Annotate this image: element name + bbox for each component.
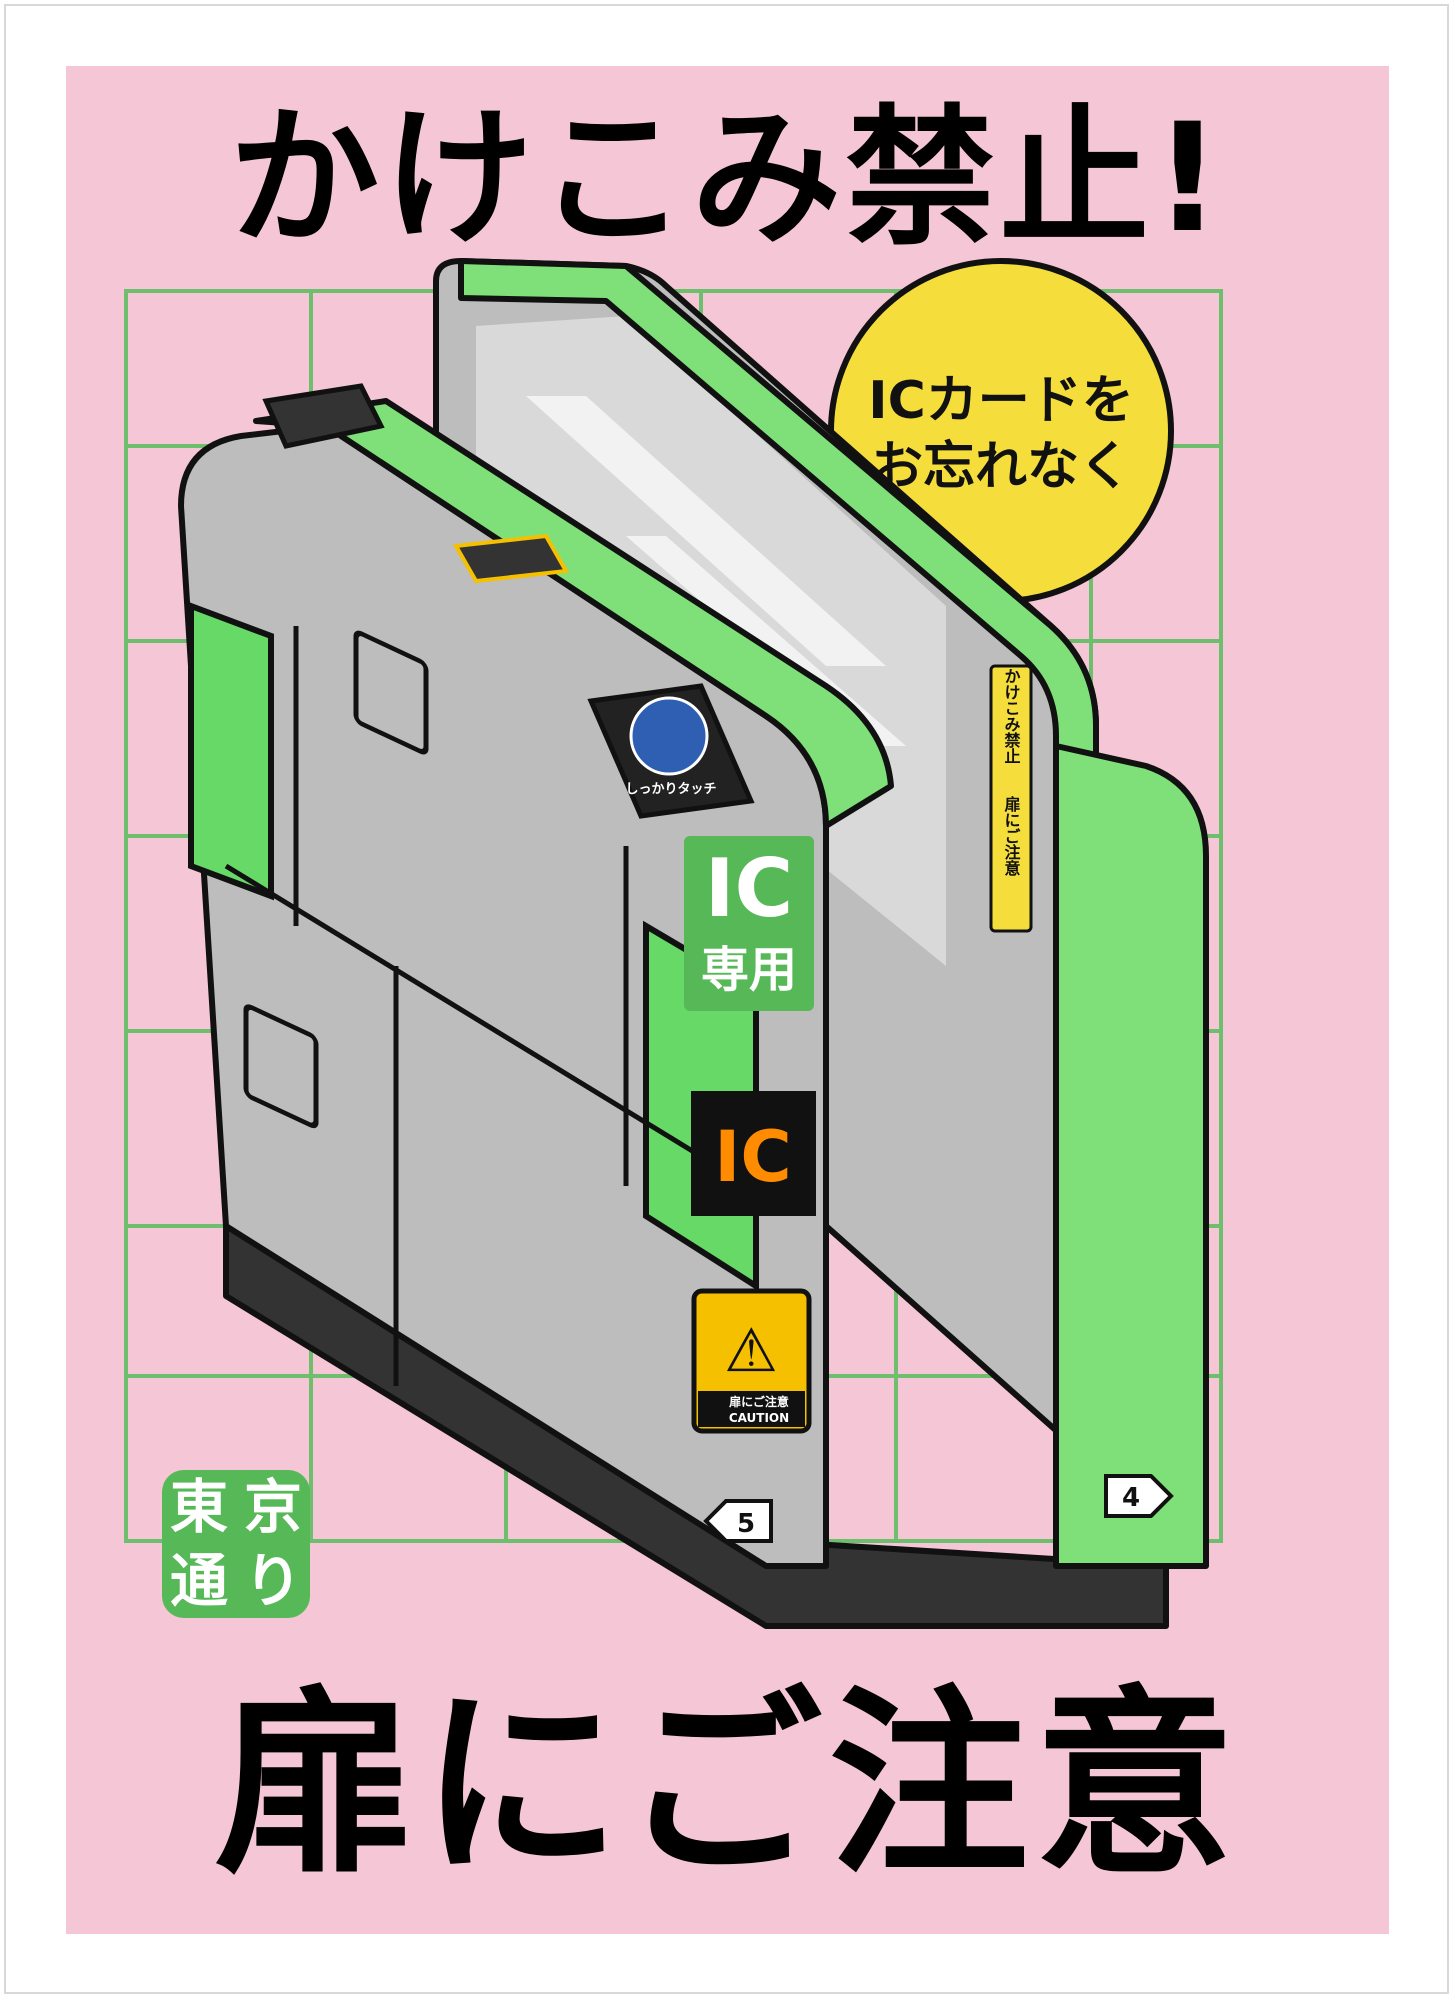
- touch-label: しっかりタッチ: [625, 782, 716, 797]
- ic-mark-text: IC: [714, 1116, 791, 1198]
- lane-plate-left: [703, 1499, 773, 1543]
- top-reader: [452, 533, 570, 584]
- stamp-char: 通: [169, 1547, 228, 1615]
- ic-only-sign: [684, 836, 814, 1011]
- side-sticker: [989, 664, 1033, 933]
- stamp-char: 京: [243, 1473, 302, 1541]
- title-no-rushing: かけこみ禁止!: [229, 92, 1226, 266]
- badge-line2: お忘れなく: [871, 437, 1131, 497]
- caution-en: CAUTION: [729, 1411, 789, 1425]
- side-sticker-line1: かけこみ禁止: [1002, 668, 1021, 764]
- panel-lines: [224, 626, 768, 1386]
- ic-mark-sign: [691, 1091, 816, 1216]
- gate-right-body: [1053, 743, 1209, 1569]
- side-sticker-line2: 扉にご注意: [1002, 795, 1021, 877]
- badge-line1: ICカードを: [868, 371, 1134, 431]
- glass-shine: [526, 396, 886, 666]
- caution-label-bar: [698, 1391, 805, 1427]
- caution-jp: 扉にご注意: [729, 1394, 789, 1409]
- stamp-char: 東: [169, 1473, 228, 1541]
- gate-top-surface: [253, 398, 894, 829]
- lane-number-right: 4: [1122, 1483, 1140, 1513]
- lane-number-left: 5: [737, 1509, 755, 1539]
- ticket-slot: [353, 630, 429, 755]
- top-reader: [262, 383, 385, 449]
- lane-plate-right: [1104, 1474, 1174, 1518]
- ic-only-line1: IC: [705, 842, 793, 935]
- caution-person-icon: ⚠: [724, 1316, 778, 1386]
- ic-only-line2: 専用: [701, 942, 797, 998]
- side-window: [188, 601, 274, 901]
- page-border: [4, 4, 1449, 1994]
- gate-illustration: ICカードを お忘れなく: [124, 258, 1223, 1629]
- title-mind-the-doors: 扉にご注意: [214, 1669, 1241, 1902]
- tokyo-dori-stamp: 東 京 通 り: [162, 1470, 310, 1618]
- touch-target-icon: [629, 696, 709, 776]
- poster: ICカードを お忘れなく: [66, 66, 1389, 1934]
- stamp-char: り: [243, 1547, 302, 1615]
- ticket-slot: [243, 1004, 319, 1129]
